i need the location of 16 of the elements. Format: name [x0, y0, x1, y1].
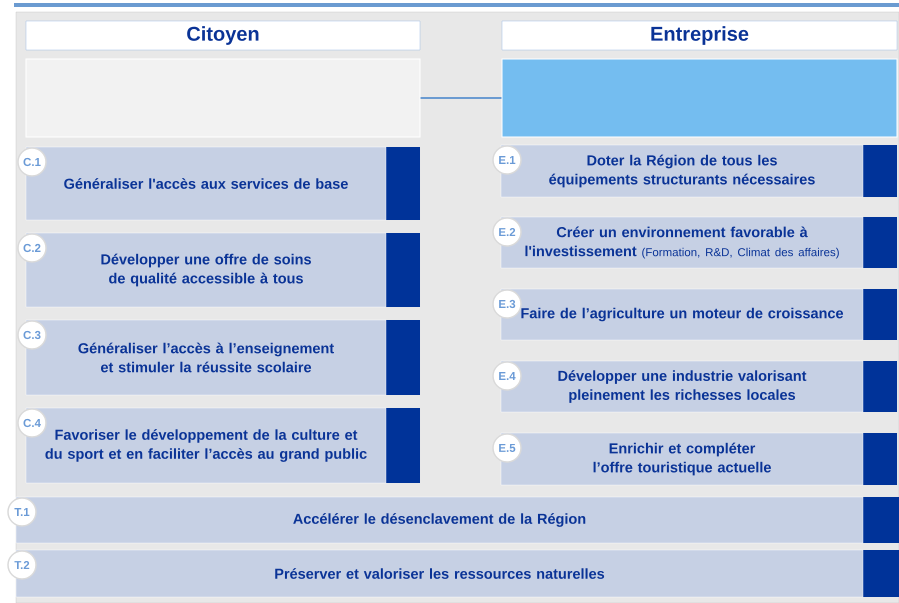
column-header: Citoyen [26, 20, 420, 50]
empty-box [26, 58, 420, 138]
column-header: Entreprise [502, 20, 898, 50]
code-badge: E.5 [492, 433, 522, 463]
empty-box [502, 58, 898, 138]
code-badge: E.4 [492, 361, 522, 391]
code-badge: C.1 [17, 147, 47, 177]
code-badge: T.1 [7, 497, 37, 527]
code-badge: E.2 [492, 217, 522, 247]
code-badge: C.4 [17, 408, 47, 438]
code-badge: T.2 [7, 550, 37, 580]
code-badge: C.3 [17, 320, 47, 350]
connector-line [420, 97, 502, 99]
code-badge: C.2 [17, 233, 47, 263]
code-badge: E.3 [492, 289, 522, 319]
code-badge: E.1 [492, 145, 522, 175]
